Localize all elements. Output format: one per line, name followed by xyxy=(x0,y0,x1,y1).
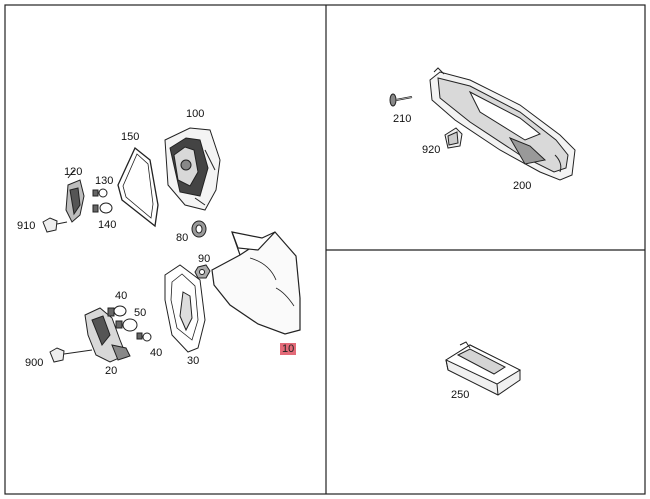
label-50: 50 xyxy=(134,307,147,319)
label-250: 250 xyxy=(451,389,470,401)
label-80: 80 xyxy=(176,232,189,244)
label-910: 910 xyxy=(17,220,36,232)
label-30: 30 xyxy=(187,355,200,367)
part-910-connector[interactable] xyxy=(42,217,68,233)
part-10-mirror-cover[interactable] xyxy=(211,231,301,335)
panel-frames xyxy=(4,4,646,495)
part-130-bulb[interactable] xyxy=(92,188,108,198)
part-150-glass-frame[interactable] xyxy=(117,146,159,228)
part-140-bulb[interactable] xyxy=(92,202,113,214)
label-210: 210 xyxy=(393,113,412,125)
part-30-gasket[interactable] xyxy=(164,264,206,353)
part-900-connector[interactable] xyxy=(49,347,93,363)
label-100: 100 xyxy=(186,108,205,120)
part-40-bulb-lower[interactable] xyxy=(136,332,152,342)
part-50-bulb[interactable] xyxy=(115,318,138,332)
label-200: 200 xyxy=(513,180,532,192)
part-920-clip[interactable] xyxy=(444,127,463,149)
label-40-upper: 40 xyxy=(115,290,128,302)
label-120: 120 xyxy=(64,166,83,178)
part-90-nut[interactable] xyxy=(194,264,211,279)
part-20-lamp-holder[interactable] xyxy=(84,307,131,363)
part-40-bulb-upper[interactable] xyxy=(107,305,127,317)
part-80-grommet[interactable] xyxy=(191,220,207,238)
part-120-bracket[interactable] xyxy=(65,169,85,223)
label-40-lower: 40 xyxy=(150,347,163,359)
part-210-screw[interactable] xyxy=(389,93,413,107)
label-20: 20 xyxy=(105,365,118,377)
part-200-trim[interactable] xyxy=(429,67,576,181)
label-10-highlighted[interactable]: 10 xyxy=(280,343,297,355)
part-250-component[interactable] xyxy=(444,341,522,396)
label-150: 150 xyxy=(121,131,140,143)
label-130: 130 xyxy=(95,175,114,187)
label-920: 920 xyxy=(422,144,441,156)
label-90: 90 xyxy=(198,253,211,265)
part-100-housing[interactable] xyxy=(164,127,221,211)
label-900: 900 xyxy=(25,357,44,369)
label-140: 140 xyxy=(98,219,117,231)
